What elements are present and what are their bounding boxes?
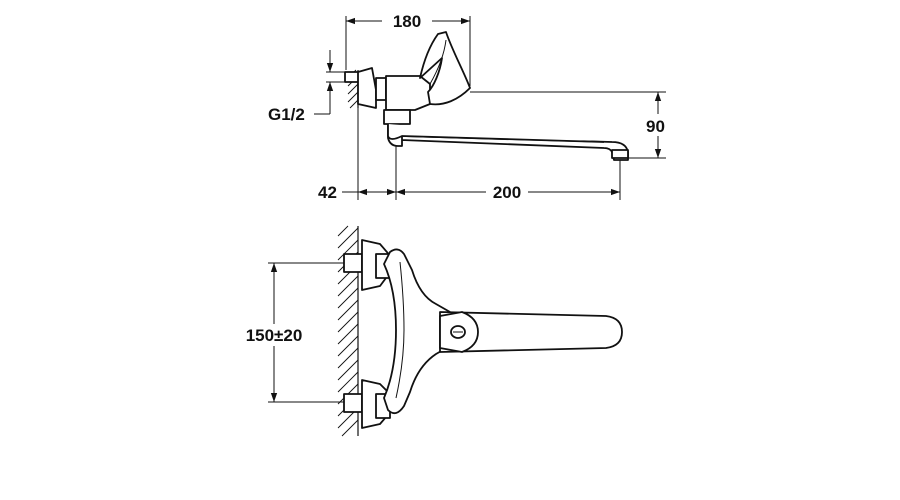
swivel-joint — [383, 109, 411, 125]
spout — [387, 124, 629, 161]
dim-label-180: 180 — [393, 12, 421, 31]
thread-pipe — [344, 71, 360, 83]
dim-label-thread: G1/2 — [268, 105, 305, 124]
dim-label-150: 150±20 — [246, 326, 303, 345]
front-body-edge — [395, 261, 405, 399]
top-inlet-pipe — [343, 253, 363, 273]
front-view: 150±20 — [238, 225, 623, 437]
side-view: 180 G1/2 90 42 200 — [268, 11, 673, 202]
aerator — [611, 149, 629, 159]
lever-edge — [429, 39, 447, 85]
side-flange — [357, 67, 377, 109]
valve-body — [385, 75, 431, 111]
side-nut — [375, 77, 387, 101]
dim-label-200: 200 — [493, 183, 521, 202]
bottom-inlet-pipe — [343, 393, 363, 413]
dim-label-90: 90 — [646, 117, 665, 136]
front-spout — [439, 311, 623, 353]
lever-handle — [419, 31, 471, 106]
dim-label-42: 42 — [318, 183, 337, 202]
spout-top — [387, 124, 605, 143]
